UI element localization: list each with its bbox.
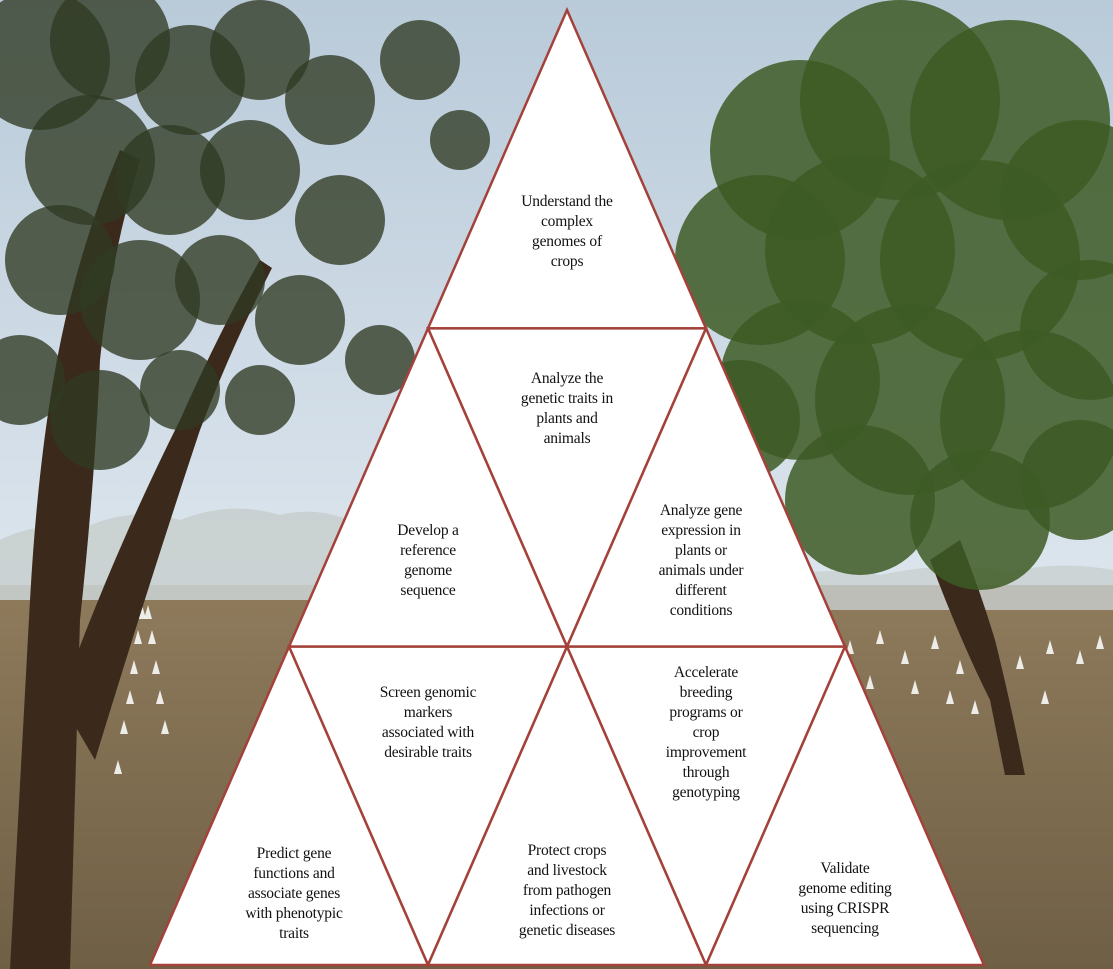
cell-label-row2-inverted: Analyze the genetic traits in plants and… bbox=[520, 370, 614, 448]
cell-top bbox=[426, 6, 708, 330]
crop-row-markers bbox=[114, 605, 1104, 774]
left-tree bbox=[0, 0, 490, 969]
cell-label-top: Understand the complex genomes of crops bbox=[521, 193, 613, 271]
cell-label-row3-right: Validate genome editing using CRISPR seq… bbox=[798, 859, 892, 937]
cell-label-row2-left: Develop a reference genome sequence bbox=[397, 521, 459, 599]
cell-row3-left bbox=[148, 643, 430, 967]
cell-label-row2-right: Analyze gene expression in plants or ani… bbox=[658, 501, 744, 619]
cell-label-row3-left: Predict gene functions and associate gen… bbox=[245, 844, 343, 942]
cell-label-row3-middle: Protect crops and livestock from pathoge… bbox=[518, 841, 616, 939]
distant-treeline bbox=[0, 508, 1113, 610]
cell-label-row3-inverted-right: Accelerate breeding programs or crop imp… bbox=[665, 663, 747, 801]
cell-row3-right bbox=[704, 643, 986, 967]
cell-label-row3-inverted-left: Screen genomic markers associated with d… bbox=[379, 683, 477, 761]
cell-row3-middle bbox=[426, 643, 708, 967]
